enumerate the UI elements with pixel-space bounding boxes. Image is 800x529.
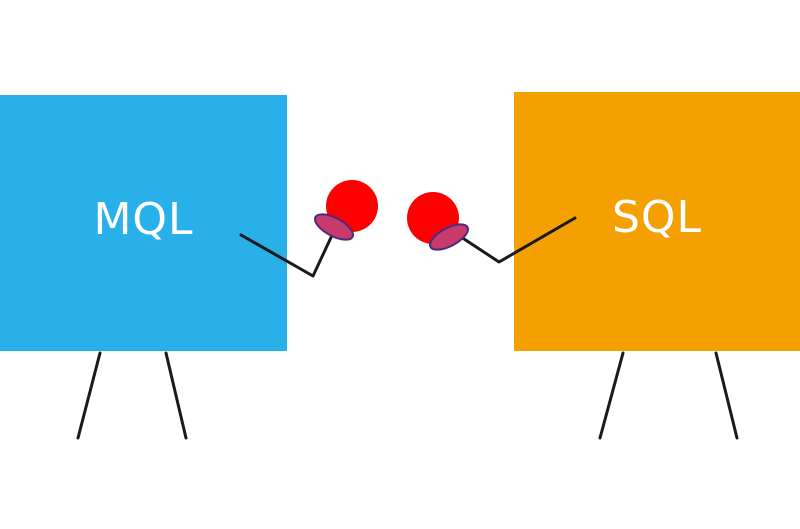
mql-right-leg xyxy=(164,351,188,440)
sql-left-leg xyxy=(598,351,625,440)
mql-glove-cuff xyxy=(313,213,355,241)
mql-left-leg xyxy=(76,351,102,440)
sql-arm xyxy=(453,216,577,264)
sql-box: SQL xyxy=(514,92,800,351)
mql-label: MQL xyxy=(93,193,194,245)
sql-right-leg xyxy=(714,351,739,440)
sql-label: SQL xyxy=(611,192,703,243)
mql-arm xyxy=(239,229,336,278)
sql-glove-cuff xyxy=(428,223,470,251)
mql-box: MQL xyxy=(0,95,287,351)
